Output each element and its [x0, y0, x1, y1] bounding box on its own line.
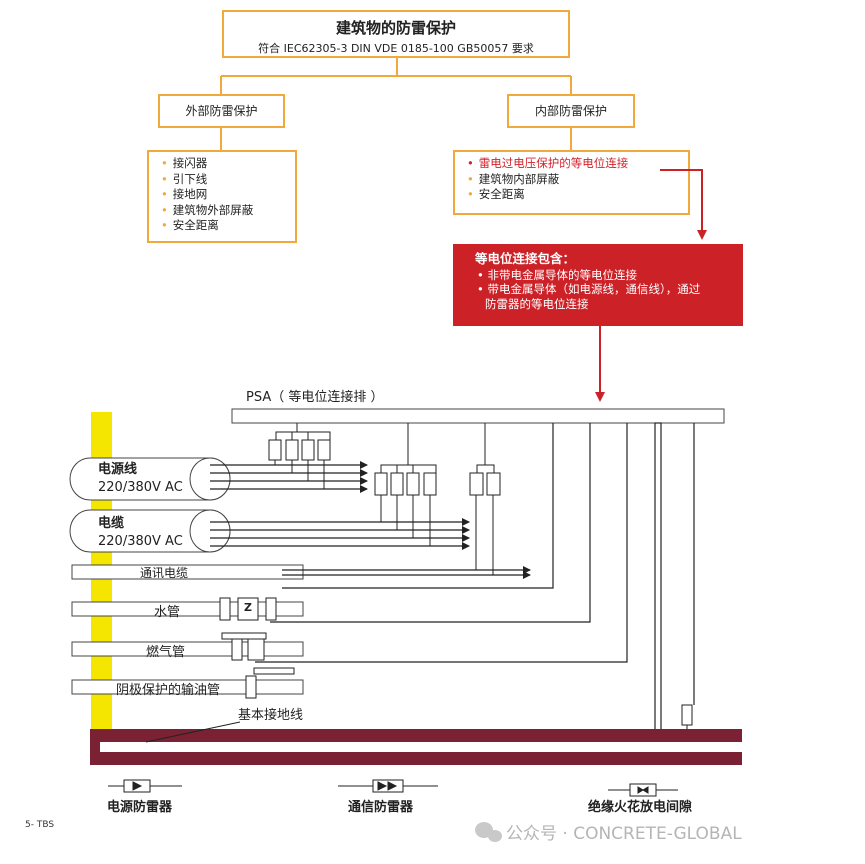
internal-item: 安全距离: [467, 187, 688, 203]
psa-bar: [231, 408, 725, 424]
ground-conductor-label: 基本接地线: [238, 708, 304, 723]
water-pipe-label: 水管: [154, 605, 181, 620]
red-arrow-to-bonding: [660, 169, 707, 240]
power-line-voltage: 220/380V AC: [98, 480, 183, 495]
ground-conductor: [90, 721, 742, 765]
legend-spark-gap-symbol: [608, 783, 678, 797]
legend-power-spd-label: 电源防雷器: [107, 800, 173, 815]
diagram-subtitle: 符合 IEC62305-3 DIN VDE 0185-100 GB50057 要…: [258, 42, 534, 55]
external-protection-label: 外部防雷保护: [185, 104, 258, 118]
title-box: 建筑物的防雷保护 符合 IEC62305-3 DIN VDE 0185-100 …: [222, 10, 570, 58]
power-line-conductors: [210, 461, 368, 493]
external-items-box: 接闪器 引下线 接地网 建筑物外部屏蔽 安全距离: [147, 150, 297, 243]
spd-group-power-cable: [374, 423, 437, 546]
bonding-title: 等电位连接包含：: [475, 251, 576, 266]
external-item: 接闪器: [161, 156, 295, 172]
spd-group-telecom: [469, 423, 501, 575]
telecom-label: 通讯电缆: [140, 566, 189, 580]
bonding-info-box: 等电位连接包含： 非带电金属导体的等电位连接 带电金属导体（如电源线，通信线），…: [453, 244, 743, 326]
oil-pipe-label: 阴极保护的输油管: [116, 683, 221, 698]
legend-telecom-spd-label: 通信防雷器: [348, 800, 414, 815]
bonding-item-continued: 防雷器的等电位连接: [485, 296, 589, 311]
bonding-item: 非带电金属导体的等电位连接: [475, 268, 743, 283]
water-meter-label: Z: [244, 601, 252, 614]
power-cable-label: 电缆: [98, 516, 125, 531]
internal-protection-label: 内部防雷保护: [534, 104, 607, 118]
bonding-item: 带电金属导体（如电源线，通信线），通过: [475, 282, 743, 297]
page-number: 5- TBS: [25, 820, 55, 830]
power-cable: [69, 509, 231, 553]
hierarchy-connectors: [220, 58, 572, 150]
telecom-conductors: [282, 566, 531, 579]
gas-pipe-label: 燃气管: [146, 645, 186, 660]
gas-insulated-joint: [221, 632, 267, 661]
internal-items-box: 雷电过电压保护的等电位连接 建筑物内部屏蔽 安全距离: [453, 150, 690, 215]
external-item: 建筑物外部屏蔽: [161, 203, 295, 219]
gas-pipe: [71, 641, 304, 657]
legend-telecom-spd-symbol: [338, 779, 438, 793]
water-meter: [219, 597, 277, 621]
spd-group-power-line: [268, 423, 331, 489]
telecom-cable: [71, 564, 304, 580]
psa-label: PSA（ 等电位连接排 ）: [246, 390, 384, 405]
spark-gap-ground: [681, 704, 693, 732]
internal-item: 建筑物内部屏蔽: [467, 172, 688, 188]
power-cable-voltage: 220/380V AC: [98, 534, 183, 549]
external-item: 引下线: [161, 172, 295, 188]
wechat-icon: [475, 822, 502, 842]
external-item: 安全距离: [161, 218, 295, 234]
internal-item-highlight: 雷电过电压保护的等电位连接: [467, 156, 688, 172]
power-line-label: 电源线: [98, 462, 138, 477]
external-item: 接地网: [161, 187, 295, 203]
external-protection-box: 外部防雷保护: [158, 94, 285, 128]
legend-power-spd-symbol: [108, 779, 182, 793]
internal-protection-box: 内部防雷保护: [507, 94, 635, 128]
legend-spark-gap-label: 绝缘火花放电间隙: [588, 800, 693, 815]
diagram-title: 建筑物的防雷保护: [335, 19, 456, 37]
oil-pipe-joint: [245, 667, 295, 699]
power-cable-conductors: [210, 518, 470, 550]
oil-pipe: [71, 679, 304, 695]
watermark-text: 公众号 · CONCRETE-GLOBAL: [506, 824, 742, 844]
